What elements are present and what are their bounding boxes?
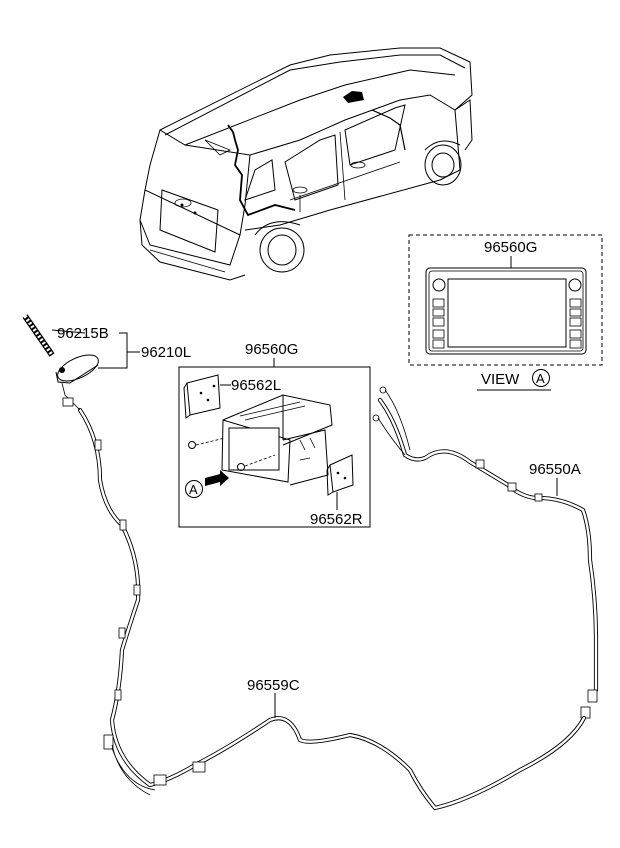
- callout-96559c: 96559C: [247, 677, 300, 694]
- cable-96550a: [372, 386, 599, 719]
- roof-antenna-shape: [343, 91, 364, 103]
- antenna-assembly: [22, 314, 140, 384]
- callout-96550a: 96550A: [529, 461, 581, 478]
- callout-96560g: 96560G: [245, 341, 298, 358]
- callout-96215b: 96215B: [57, 325, 109, 342]
- view-marker-a: A: [189, 482, 198, 497]
- vehicle-illustration: [139, 47, 473, 281]
- cable-96559c: [61, 382, 587, 811]
- callout-96562r: 96562R: [310, 511, 363, 528]
- view-a-marker: A: [536, 371, 545, 386]
- callout-96210l: 96210L: [141, 344, 191, 361]
- head-unit-box: [178, 358, 371, 528]
- view-a-inset: [408, 234, 603, 391]
- callout-96560g-inset: 96560G: [484, 239, 537, 256]
- callout-96562l: 96562L: [231, 377, 281, 394]
- view-a-caption: VIEW: [481, 371, 520, 388]
